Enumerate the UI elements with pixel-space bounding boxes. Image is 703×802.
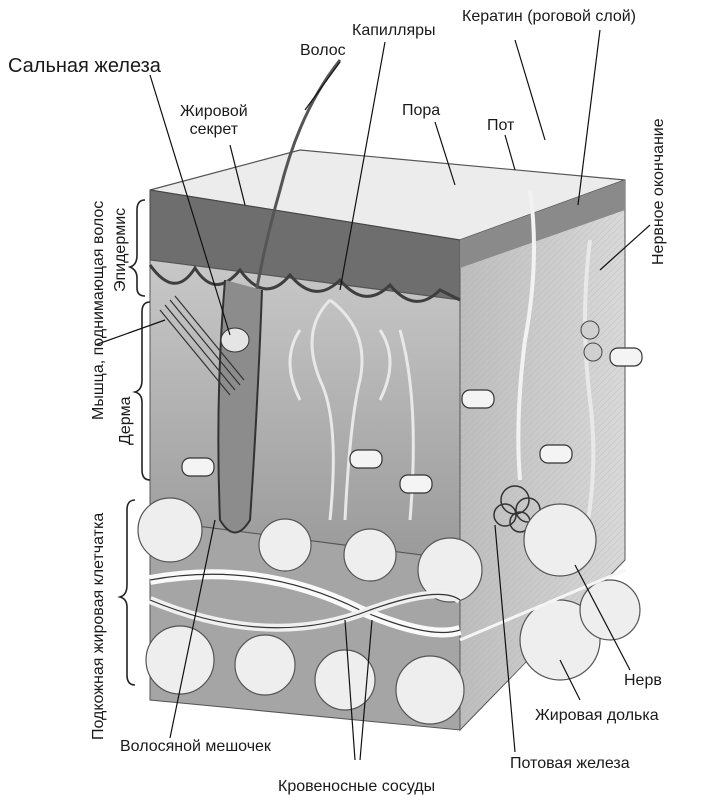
label-muscle: Мышца, поднимающая волос bbox=[90, 201, 108, 420]
label-fat-secretion: Жировой секрет bbox=[180, 103, 248, 138]
label-fat-lobule: Жировая долька bbox=[535, 707, 659, 725]
label-blood-vessels: Кровеносные сосуды bbox=[278, 778, 435, 796]
label-hair-follicle: Волосяной мешочек bbox=[120, 738, 271, 756]
label-sebaceous-gland: Сальная железа bbox=[8, 55, 161, 77]
label-capillaries: Капилляры bbox=[352, 22, 436, 40]
label-nerve-ending: Нервное окончание bbox=[650, 118, 668, 265]
label-sweat: Пот bbox=[487, 117, 514, 135]
label-subcutaneous: Подкожная жировая клетчатка bbox=[90, 513, 108, 740]
label-epidermis: Эпидермис bbox=[112, 208, 130, 292]
label-fat-secretion-line1: Жировой bbox=[180, 103, 248, 121]
label-sweat-gland: Потовая железа bbox=[510, 755, 630, 773]
label-keratin: Кератин (роговой слой) bbox=[462, 8, 636, 26]
label-hair: Волос bbox=[300, 42, 346, 60]
label-fat-secretion-line2: секрет bbox=[180, 121, 248, 139]
label-pore: Пора bbox=[402, 102, 440, 120]
sebaceous-gland-shape bbox=[221, 328, 249, 352]
label-nerve: Нерв bbox=[624, 672, 662, 690]
label-dermis: Дерма bbox=[117, 396, 135, 445]
